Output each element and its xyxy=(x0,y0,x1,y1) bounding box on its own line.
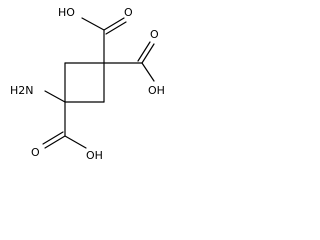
carbonyl-double-bond-top-a xyxy=(103,17,125,31)
hydroxyl-bond-bottom xyxy=(64,135,87,149)
hydroxyl-label-right: OH xyxy=(148,84,165,97)
amine-label: H2N xyxy=(10,84,34,97)
chemical-structure-diagram: HO O O OH H2N O OH xyxy=(10,6,165,162)
carboxyl-group-top: HO O xyxy=(58,6,133,64)
hydroxyl-label-top: HO xyxy=(58,6,75,19)
amino-group: H2N xyxy=(10,84,66,103)
carbonyl-double-bond-bottom-a xyxy=(44,135,66,149)
carbonyl-double-bond-right-b xyxy=(137,41,151,62)
carbonyl-oxygen-label-bottom: O xyxy=(31,146,40,159)
hydroxyl-bond-right xyxy=(141,62,155,82)
c3-to-nitrogen-bond xyxy=(44,90,66,103)
carboxyl-group-right: O OH xyxy=(103,28,165,97)
carbonyl-oxygen-label-top: O xyxy=(124,6,133,19)
hydroxyl-label-bottom: OH xyxy=(86,149,103,162)
carbonyl-double-bond-right-a xyxy=(141,43,155,64)
hydroxyl-bond-top xyxy=(81,17,105,31)
carbonyl-oxygen-label-right: O xyxy=(150,28,159,41)
carboxyl-group-bottom: O OH xyxy=(31,101,103,162)
cyclobutane-ring xyxy=(64,62,105,103)
carbonyl-double-bond-top-b xyxy=(105,21,127,35)
carbonyl-double-bond-bottom-b xyxy=(42,131,64,145)
